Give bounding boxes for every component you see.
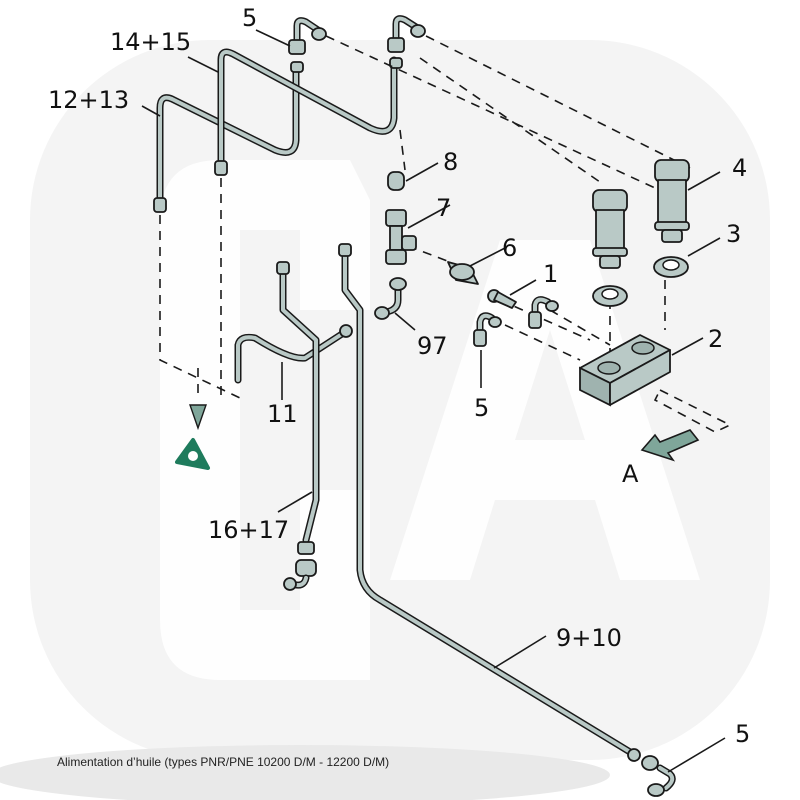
elbow-97[interactable] [374, 277, 407, 320]
leader-lines [141, 29, 726, 773]
triangle-pointer-icon [189, 404, 207, 431]
label-5-top: 5 [242, 4, 257, 32]
screw-1[interactable] [487, 289, 517, 309]
watermark-logo [0, 40, 770, 800]
label-6: 6 [502, 234, 517, 262]
washer-3-right[interactable] [653, 256, 689, 278]
label-16-17: 16+17 [208, 516, 289, 544]
label-8: 8 [443, 148, 458, 176]
label-view-a: A [622, 460, 639, 488]
fitting-5-mid-right[interactable] [528, 296, 559, 329]
label-5-bottom: 5 [735, 720, 750, 748]
distribution-block-2[interactable] [579, 334, 671, 407]
pipe-16-17[interactable] [276, 261, 320, 555]
tee-fitting-7[interactable] [385, 209, 417, 265]
label-5-mid: 5 [474, 394, 489, 422]
label-12-13: 12+13 [48, 86, 129, 114]
washer-3-left[interactable] [592, 285, 628, 307]
label-11: 11 [267, 400, 298, 428]
pipe-9-10[interactable] [338, 243, 634, 756]
banjo-bolt-4-left[interactable] [592, 189, 628, 269]
plug-8[interactable] [387, 171, 405, 191]
label-14-15: 14+15 [110, 28, 191, 56]
label-3: 3 [726, 220, 741, 248]
pipe-14-15[interactable] [214, 48, 398, 176]
fitting-5-top-left[interactable] [288, 17, 327, 73]
rounded-triangle-ring-icon [175, 438, 210, 470]
fitting-5-mid-left[interactable] [473, 312, 502, 347]
label-4: 4 [732, 154, 747, 182]
diagram-caption: Alimentation d’huile (types PNR/PNE 1020… [57, 755, 390, 769]
label-9-10: 9+10 [556, 624, 622, 652]
label-97: 97 [417, 332, 448, 360]
label-1: 1 [543, 260, 558, 288]
label-2: 2 [708, 325, 723, 353]
arrow-down-left-icon [640, 429, 700, 462]
label-7: 7 [436, 194, 451, 222]
union-fitting-6[interactable] [447, 261, 479, 285]
part-labels: 5 14+15 12+13 8 7 6 4 3 1 2 97 5 11 16+1… [48, 4, 750, 748]
banjo-bolt-4-right[interactable] [654, 159, 690, 243]
fitting-5-bottom[interactable] [627, 748, 676, 797]
elbow-fitting-16-17[interactable] [283, 559, 317, 591]
fitting-5-top-right[interactable] [387, 15, 426, 69]
pipe-11[interactable] [234, 324, 353, 384]
